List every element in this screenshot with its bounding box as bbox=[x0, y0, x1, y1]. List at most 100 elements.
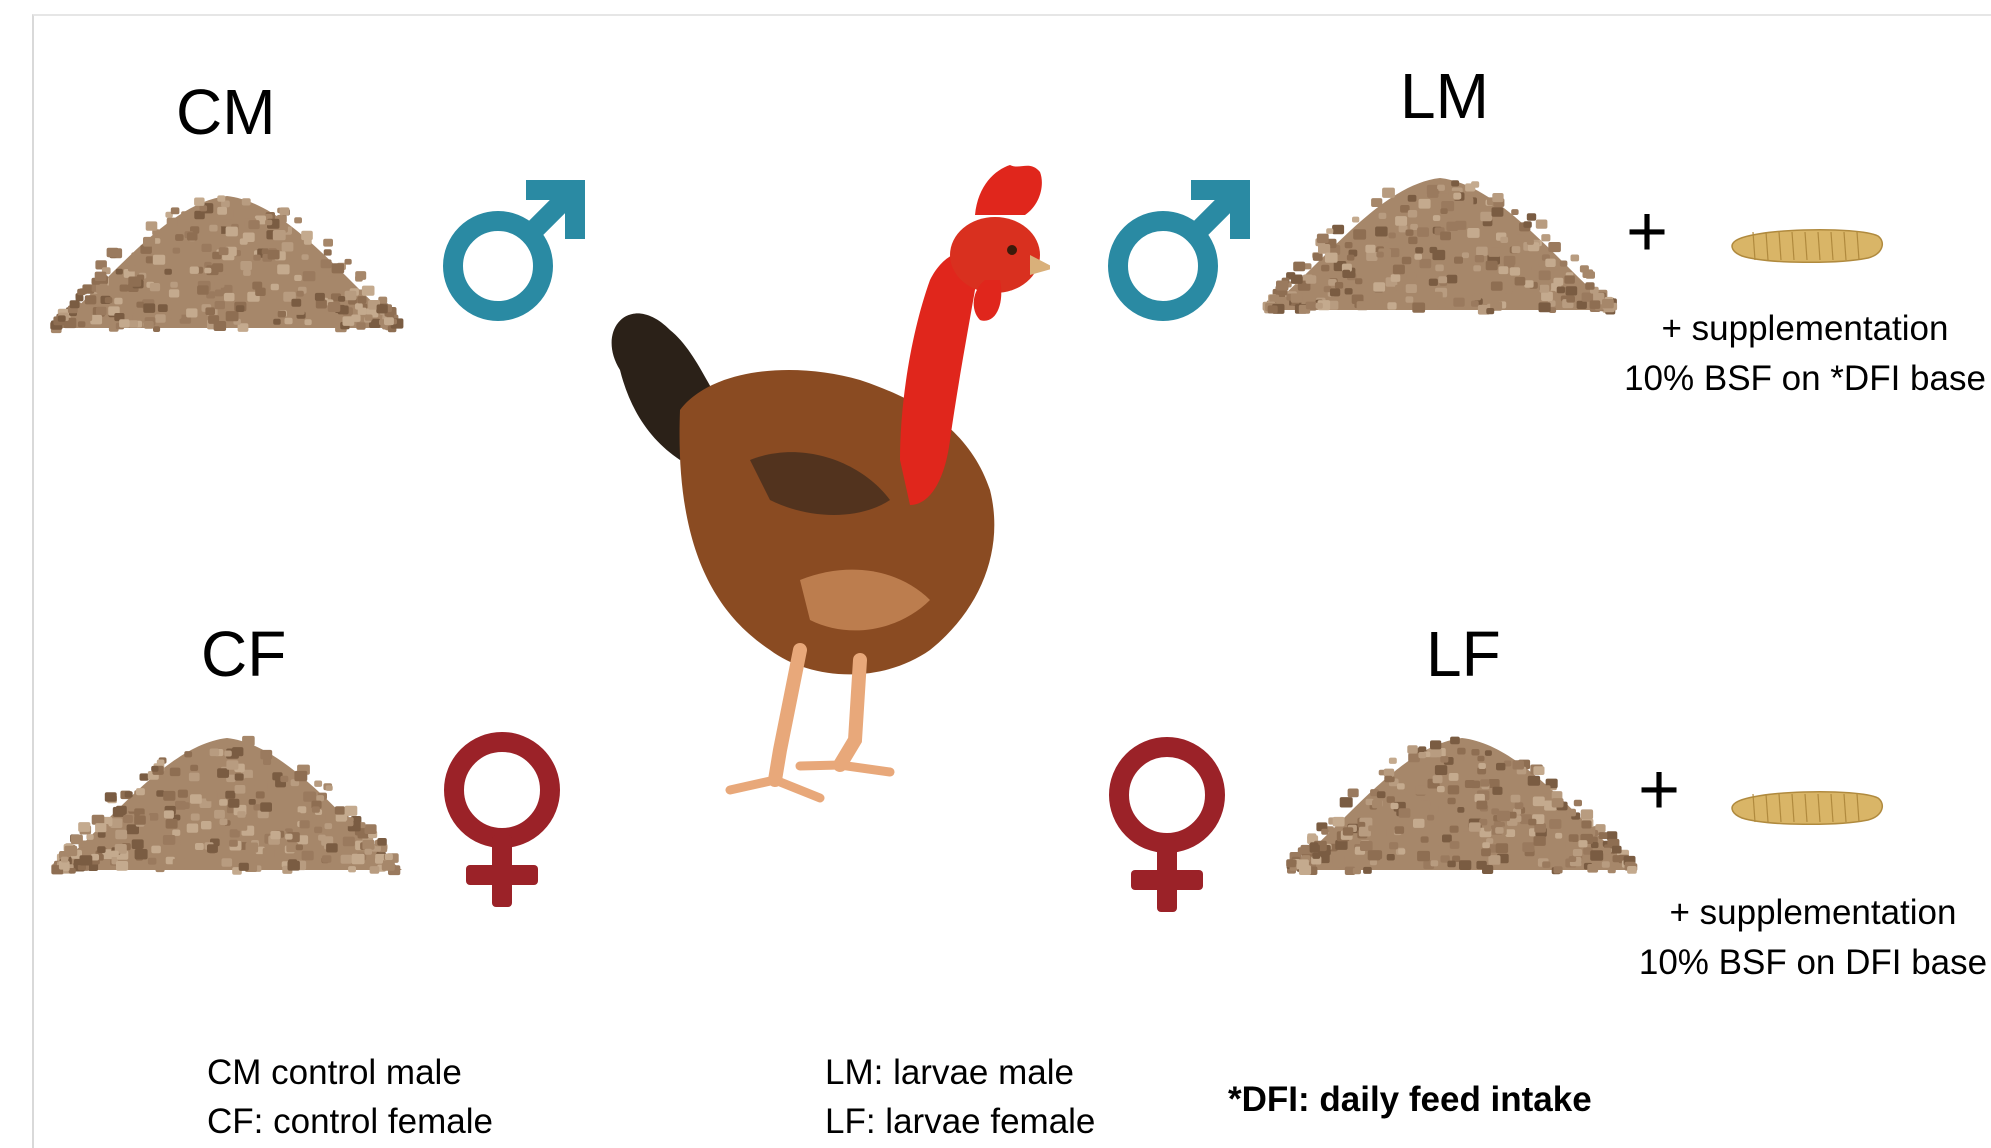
feed-pellet bbox=[1590, 850, 1603, 860]
feed-pellet bbox=[1371, 850, 1382, 859]
feed-pellet bbox=[1437, 845, 1449, 855]
supplement-note-line: + supplementation bbox=[1638, 888, 1988, 938]
feed-pellet bbox=[237, 811, 245, 818]
feed-pellet bbox=[181, 211, 191, 219]
feed-pellet bbox=[1512, 246, 1521, 253]
feed-pellet bbox=[1464, 196, 1473, 203]
feed-pellet bbox=[1492, 787, 1502, 795]
feed-pellet bbox=[58, 315, 66, 321]
feed-pellet bbox=[1511, 795, 1521, 803]
feed-pellet bbox=[201, 821, 212, 829]
feed-pellet bbox=[1374, 828, 1386, 838]
feed-pellet bbox=[1312, 853, 1320, 859]
feed-pellet bbox=[190, 267, 199, 274]
feed-pellet bbox=[237, 823, 247, 831]
feed-pellet bbox=[302, 851, 314, 861]
feed-pellet bbox=[86, 834, 93, 840]
feed-pellet bbox=[1438, 276, 1447, 283]
feed-pellet bbox=[1407, 745, 1418, 753]
feed-pellet bbox=[314, 827, 322, 834]
feed-pellet bbox=[302, 254, 309, 260]
feed-pellet bbox=[1316, 303, 1323, 309]
feed-pellet bbox=[328, 302, 341, 312]
feed-pellet bbox=[1606, 831, 1617, 840]
feed-pellet bbox=[148, 858, 157, 865]
feed-pellet bbox=[1473, 265, 1481, 271]
feed-pellet bbox=[1389, 842, 1398, 849]
feed-pellet bbox=[131, 252, 140, 259]
feed-pellet bbox=[232, 747, 243, 756]
feed-pellet bbox=[171, 207, 180, 214]
feed-pellet bbox=[1391, 803, 1399, 809]
feed-pellet bbox=[1476, 247, 1488, 256]
feed-pellet bbox=[229, 840, 238, 847]
feed-pellet bbox=[1414, 254, 1422, 260]
feed-pellet bbox=[169, 289, 179, 297]
feed-pellet bbox=[1347, 255, 1355, 261]
feed-pellet bbox=[312, 806, 320, 812]
feed-pellet bbox=[1587, 864, 1598, 873]
feed-pellet bbox=[105, 792, 117, 802]
feed-pellet bbox=[1345, 242, 1353, 248]
feed-pellet bbox=[1539, 271, 1551, 281]
feed-pellet bbox=[209, 225, 217, 232]
feed-pellet bbox=[1373, 282, 1385, 291]
feed-pellet bbox=[1566, 809, 1576, 817]
feed-pellet bbox=[215, 290, 224, 297]
legend-larvae: LM: larvae male LF: larvae female bbox=[825, 1048, 1095, 1146]
feed-pellet bbox=[157, 760, 165, 766]
feed-pellet bbox=[1340, 797, 1353, 807]
feed-pellet bbox=[249, 799, 256, 805]
feed-pellet bbox=[1524, 280, 1533, 288]
feed-pellet bbox=[1523, 221, 1531, 228]
feed-pellet bbox=[294, 771, 307, 781]
feed-pellet bbox=[285, 834, 293, 840]
feed-pellet bbox=[1419, 199, 1431, 209]
feed-pellet bbox=[1534, 836, 1546, 846]
feed-pellet bbox=[1467, 228, 1479, 238]
feed-pellet bbox=[1398, 849, 1405, 855]
feed-pellet bbox=[1375, 227, 1388, 237]
feed-pellet bbox=[217, 768, 229, 778]
feed-pellet bbox=[226, 227, 238, 237]
feed-pellet bbox=[328, 276, 336, 282]
feed-pellet bbox=[1515, 277, 1526, 286]
feed-pellet bbox=[1496, 763, 1505, 771]
feed-pellet bbox=[170, 310, 182, 319]
feed-pellet bbox=[1345, 288, 1353, 294]
feed-pellet bbox=[1602, 861, 1610, 867]
feed-pellet bbox=[78, 321, 86, 327]
feed-pellet bbox=[1541, 292, 1553, 301]
feed-pellet bbox=[1461, 832, 1474, 842]
feed-pellet bbox=[1511, 209, 1518, 215]
feed-pellet bbox=[210, 749, 220, 757]
feed-pellet bbox=[135, 849, 148, 859]
plus-sign: + bbox=[1638, 754, 1680, 826]
feed-pellet bbox=[1395, 216, 1407, 226]
feed-pellet bbox=[136, 302, 144, 308]
feed-pellet bbox=[128, 277, 141, 287]
feed-pellet bbox=[1478, 763, 1486, 769]
feed-pellet bbox=[1456, 754, 1464, 760]
feed-pellet bbox=[1602, 299, 1614, 309]
feed-pellet bbox=[1485, 750, 1492, 756]
feed-pellet bbox=[265, 220, 272, 226]
feed-pellet bbox=[1528, 819, 1536, 826]
feed-pellet bbox=[1582, 293, 1594, 302]
feed-pellet bbox=[1391, 274, 1401, 282]
feed-pellet bbox=[346, 820, 354, 826]
feed-pellet bbox=[1297, 859, 1309, 869]
feed-pellet bbox=[1480, 212, 1492, 221]
feed-pellet bbox=[1438, 302, 1446, 308]
feed-pellet bbox=[1406, 230, 1414, 236]
supplement-note-line: + supplementation bbox=[1620, 304, 1990, 354]
feed-pellet bbox=[1488, 779, 1499, 788]
feed-pellet bbox=[153, 326, 160, 332]
feed-pellet bbox=[1495, 827, 1503, 834]
feed-pellet bbox=[1363, 867, 1372, 874]
feed-pellet bbox=[273, 230, 286, 240]
feed-pellet bbox=[1486, 308, 1494, 314]
feed-pellet bbox=[1552, 798, 1564, 807]
feed-pellet bbox=[1482, 842, 1490, 848]
feed-pellet bbox=[1577, 301, 1587, 309]
